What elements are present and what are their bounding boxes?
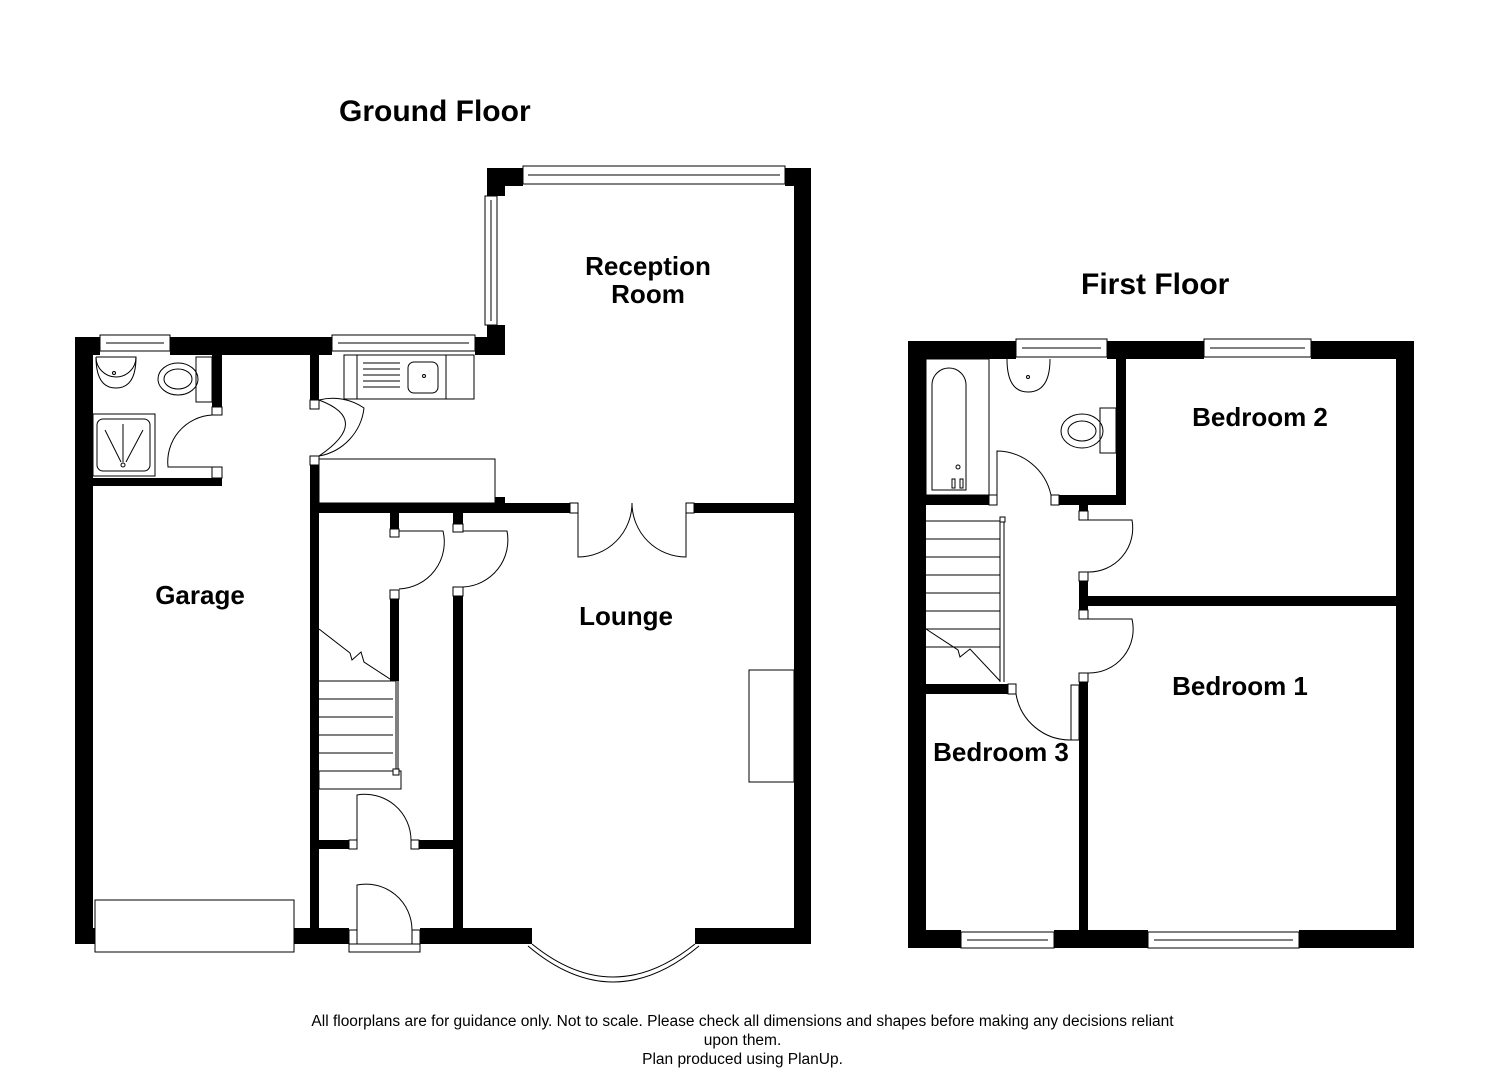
fireplace <box>748 669 795 783</box>
garage-door <box>94 899 295 953</box>
ground-floor-plan <box>75 165 811 983</box>
door <box>318 399 346 457</box>
wall <box>487 168 505 196</box>
wall <box>93 478 222 486</box>
double-door <box>577 502 633 558</box>
wall <box>212 355 222 407</box>
door <box>167 414 213 468</box>
wall <box>453 596 463 928</box>
front-door <box>356 883 413 931</box>
wall <box>1079 596 1396 606</box>
wall <box>294 928 349 944</box>
kitchen-sink <box>343 354 475 400</box>
door <box>1087 519 1134 573</box>
door <box>1087 618 1134 674</box>
wall <box>1116 359 1126 503</box>
room-label-bedroom-3: Bedroom 3 <box>933 737 1069 767</box>
credit-line: Plan produced using PlanUp. <box>642 1051 843 1068</box>
wall <box>908 930 961 948</box>
staircase <box>318 628 402 790</box>
room-label-lounge: Lounge <box>579 601 673 631</box>
wall <box>75 337 93 944</box>
ground-floor-title: Ground Floor <box>339 95 531 128</box>
disclaimer-line-2: upon them. <box>703 1032 782 1049</box>
wall <box>926 684 1008 694</box>
door <box>1015 688 1072 741</box>
wall <box>1299 930 1414 948</box>
wall <box>1396 341 1414 948</box>
wall <box>1311 341 1414 359</box>
wall <box>794 168 811 944</box>
wall <box>1054 930 1148 948</box>
first-floor-plan <box>908 338 1414 949</box>
bath <box>931 367 967 491</box>
wall <box>310 465 319 944</box>
wall <box>1079 682 1088 930</box>
door <box>462 530 509 588</box>
wall <box>75 928 95 944</box>
door-step <box>348 943 421 953</box>
room-label-bedroom-2: Bedroom 2 <box>1192 402 1328 432</box>
room-label-garage: Garage <box>155 580 245 610</box>
wall <box>310 503 578 513</box>
door <box>356 793 412 841</box>
door <box>398 530 445 590</box>
wall <box>1107 341 1204 359</box>
wall <box>310 355 319 407</box>
room-label-reception-line2: Room <box>611 279 685 309</box>
disclaimer-line-1: All floorplans are for guidance only. No… <box>311 1013 1174 1030</box>
wall <box>170 337 332 355</box>
wall <box>694 503 794 513</box>
room-label-bedroom-1: Bedroom 1 <box>1172 671 1308 701</box>
bay-window <box>531 943 696 978</box>
first-floor-title: First Floor <box>1081 268 1230 301</box>
wall <box>908 341 1016 359</box>
wall <box>420 928 532 944</box>
room-label-reception: Reception Room <box>568 252 728 308</box>
staircase <box>925 516 1006 682</box>
door <box>996 450 1052 496</box>
wall <box>695 928 811 944</box>
room-label-reception-line1: Reception <box>585 251 711 281</box>
disclaimer-footer: All floorplans are for guidance only. No… <box>0 1012 1485 1069</box>
wall <box>908 341 926 948</box>
wall <box>475 337 505 355</box>
